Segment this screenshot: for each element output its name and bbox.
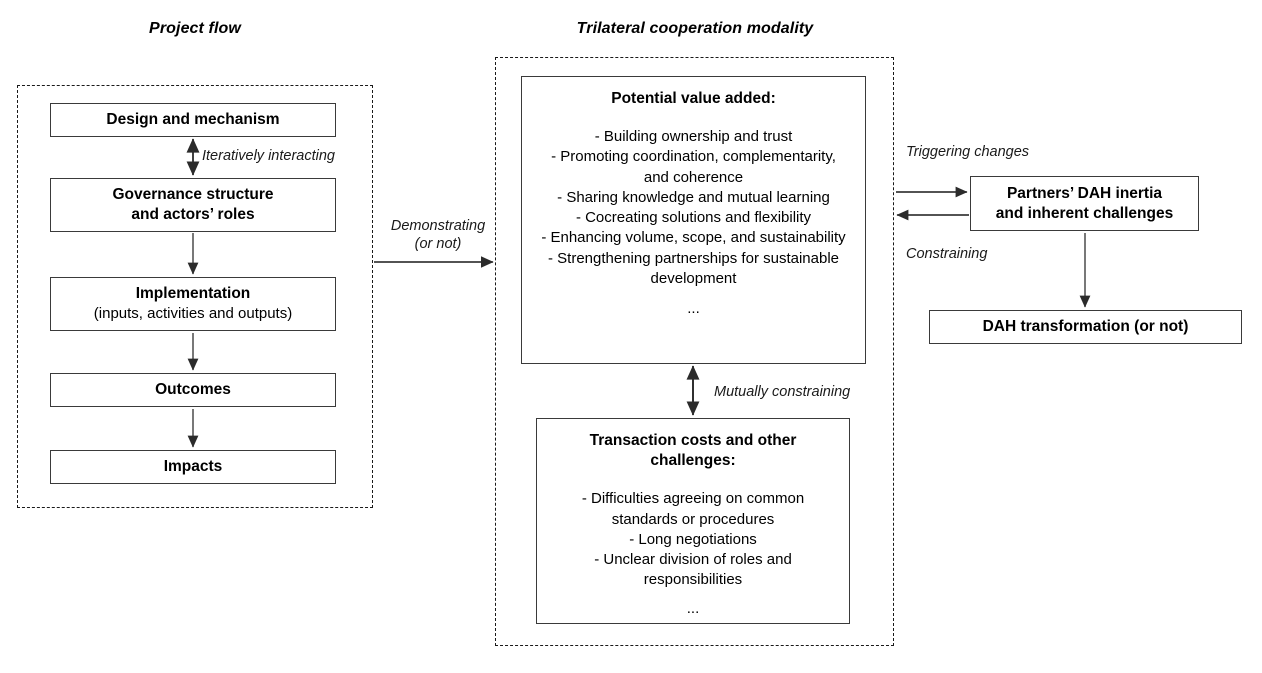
- node-title: Impacts: [163, 458, 223, 476]
- label-demonstrating-line2: (or not): [414, 236, 462, 253]
- value-added-header: Potential value added:: [611, 90, 776, 107]
- label-demonstrating-line1: Demonstrating: [390, 218, 486, 234]
- node-dah-transformation[interactable]: DAH transformation (or not): [929, 310, 1242, 344]
- label-iteratively-interacting: Iteratively interacting: [202, 148, 335, 164]
- transaction-costs-list: - Difficulties agreeing on common standa…: [553, 489, 833, 590]
- label-demonstrating-or-not: Demonstrating (or not): [383, 217, 493, 253]
- node-title: Governance structure: [112, 186, 274, 204]
- node-potential-value-added[interactable]: Potential value added: - Building owners…: [521, 76, 866, 364]
- node-subtitle: (inputs, activities and outputs): [93, 305, 293, 323]
- node-partners-dah-inertia[interactable]: Partners’ DAH inertia and inherent chall…: [970, 176, 1199, 231]
- panel-title-trilateral-cooperation: Trilateral cooperation modality: [576, 20, 814, 37]
- label-mutually-constraining: Mutually constraining: [714, 384, 851, 400]
- list-item: - Building ownership and trust: [594, 128, 793, 146]
- node-title: Partners’ DAH inertia: [1006, 184, 1163, 202]
- trilateral-cooperation-container: [495, 57, 894, 646]
- transaction-costs-ellipsis: ...: [686, 599, 700, 617]
- node-title: Outcomes: [155, 381, 231, 399]
- label-triggering-changes: Triggering changes: [906, 144, 1030, 160]
- node-title: Implementation: [135, 285, 251, 303]
- transaction-costs-header-line2: challenges:: [650, 452, 736, 470]
- list-item: - Long negotiations: [629, 530, 757, 548]
- node-design-and-mechanism[interactable]: Design and mechanism: [50, 103, 336, 137]
- node-title-line2: and inherent challenges: [995, 204, 1174, 222]
- list-item: - Sharing knowledge and mutual learning: [557, 188, 830, 206]
- panel-title-project-flow: Project flow: [149, 20, 241, 37]
- list-item: - Enhancing volume, scope, and sustainab…: [541, 229, 846, 247]
- node-title-line2: and actors’ roles: [131, 206, 255, 223]
- node-title: DAH transformation (or not): [982, 318, 1189, 336]
- label-constraining: Constraining: [906, 246, 988, 262]
- transaction-costs-header-line1: Transaction costs and other: [589, 432, 797, 449]
- project-flow-container: [17, 85, 373, 508]
- list-item: - Unclear division of roles and responsi…: [594, 551, 792, 589]
- list-item: - Difficulties agreeing on common standa…: [581, 490, 805, 528]
- list-item: - Promoting coordination, complementarit…: [551, 148, 836, 186]
- value-added-list: - Building ownership and trust - Promoti…: [538, 127, 849, 289]
- node-impacts[interactable]: Impacts: [50, 450, 336, 484]
- list-item: - Strengthening partnerships for sustain…: [547, 249, 839, 287]
- node-outcomes[interactable]: Outcomes: [50, 373, 336, 407]
- node-implementation[interactable]: Implementation (inputs, activities and o…: [50, 277, 336, 331]
- value-added-ellipsis: ...: [687, 300, 700, 318]
- list-item: - Cocreating solutions and flexibility: [575, 209, 812, 227]
- node-transaction-costs[interactable]: Transaction costs and other challenges: …: [536, 418, 850, 624]
- node-title: Design and mechanism: [106, 111, 280, 129]
- node-governance-structure[interactable]: Governance structure and actors’ roles: [50, 178, 336, 232]
